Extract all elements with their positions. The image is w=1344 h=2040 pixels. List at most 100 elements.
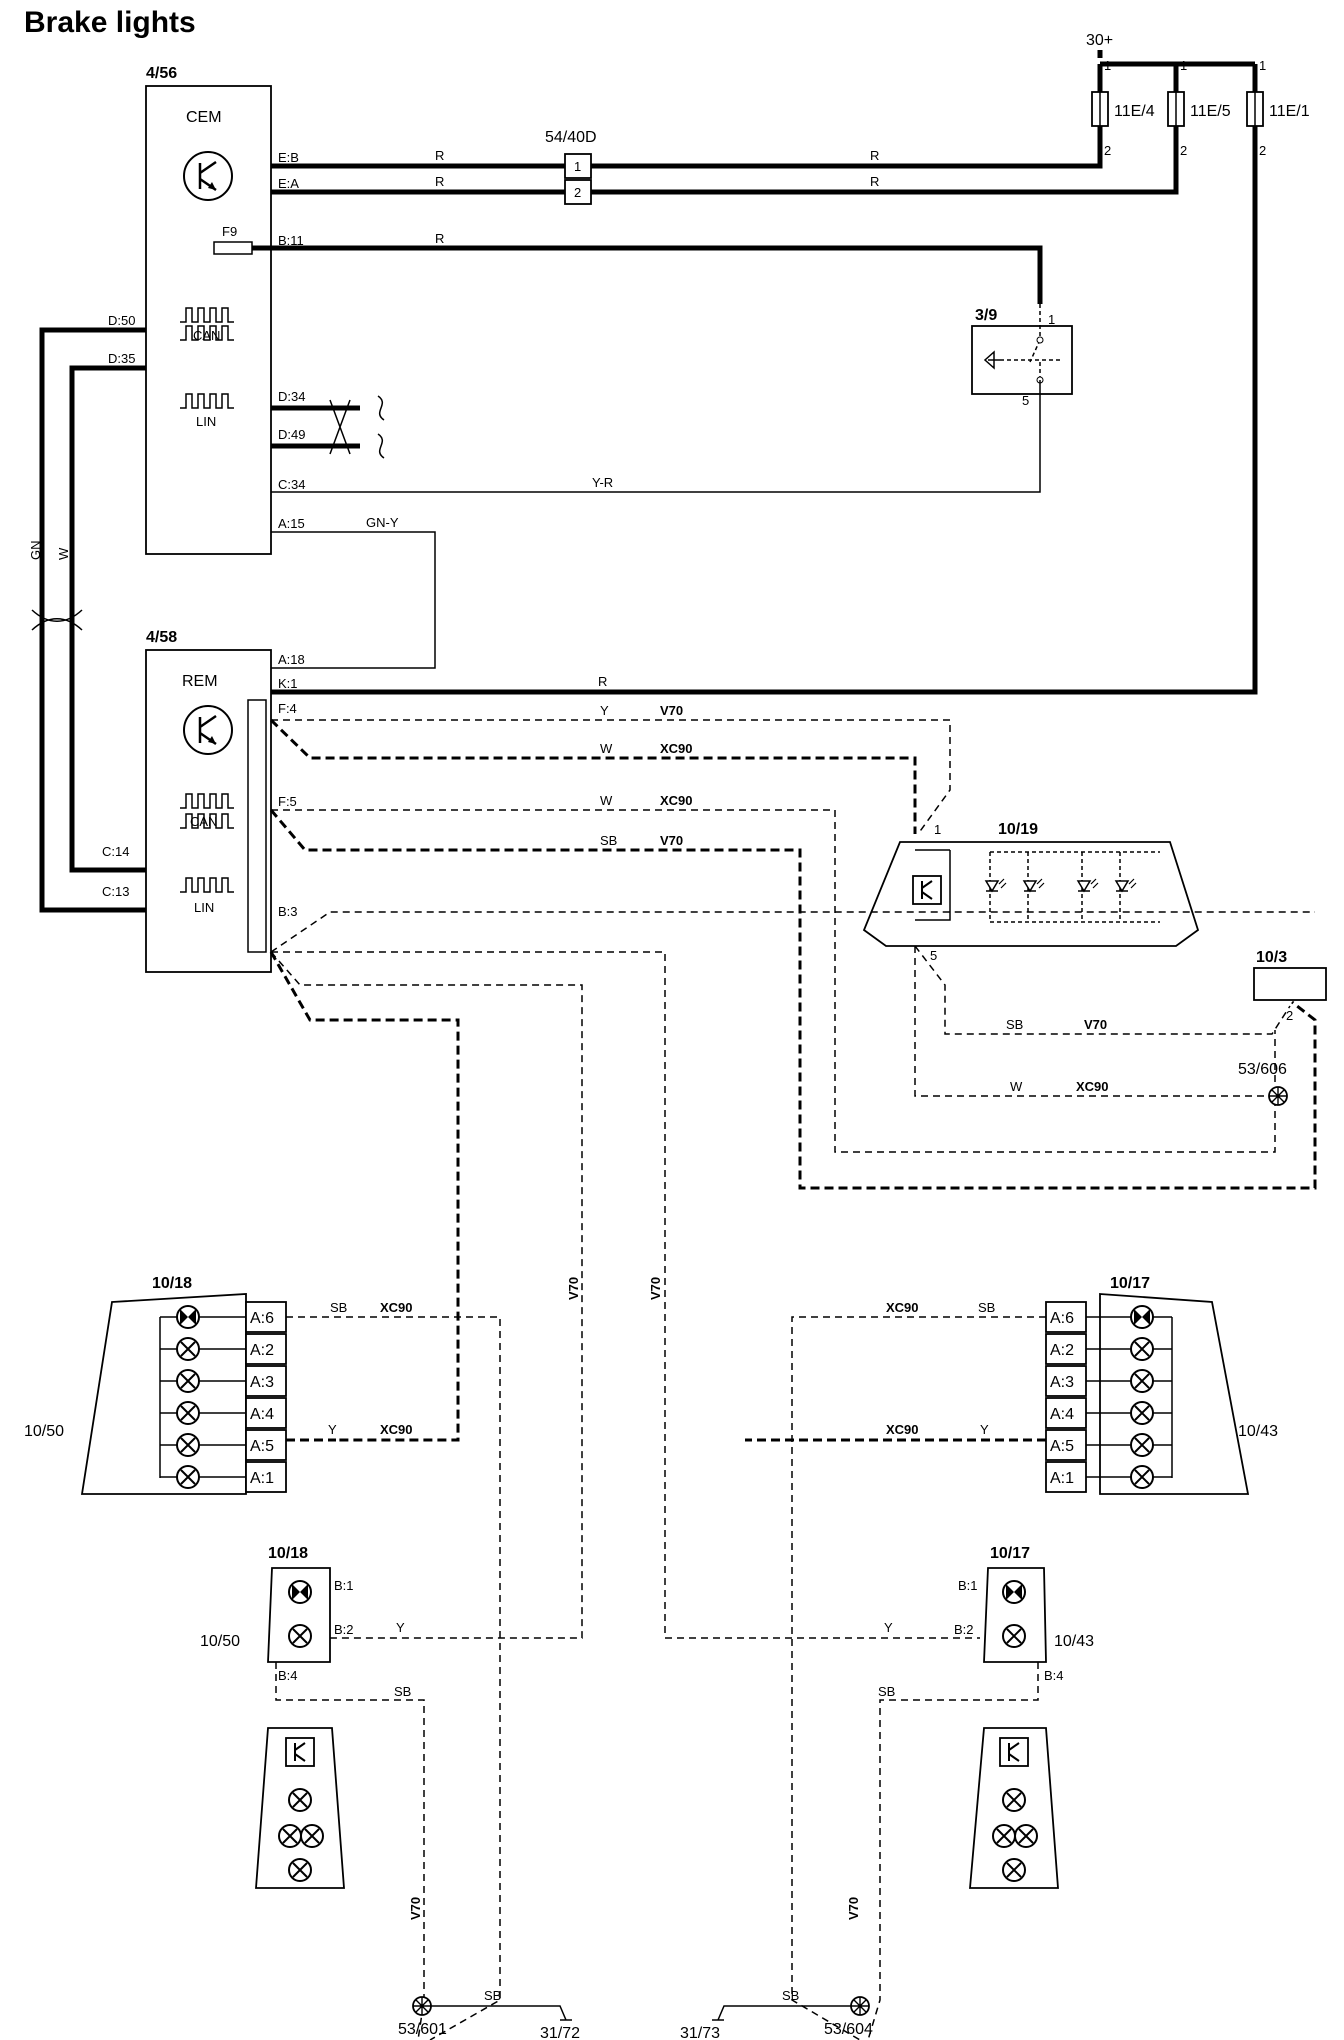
bulb-icon: [176, 1369, 200, 1393]
supply-bus: [1097, 50, 1255, 67]
wire-color: SB: [1006, 1017, 1023, 1032]
right-lower-side: 10/43: [1054, 1633, 1094, 1650]
connector-pin-number: 2: [574, 185, 581, 200]
bulb-icon: [992, 1824, 1016, 1848]
left-upper-housing: [80, 1293, 247, 1495]
left-upper-pins: A:6 A:2 A:3 A:4 A:5 A:1: [245, 1301, 287, 1493]
wire-b3-v70-right: [271, 951, 980, 1639]
cem-can-label: CAN: [193, 328, 220, 343]
transistor-icon: [285, 1737, 315, 1767]
variant-label: V70: [846, 1897, 861, 1920]
wire-color: R: [435, 174, 444, 189]
wire-color: W: [56, 547, 71, 560]
wire-color: R: [870, 148, 879, 163]
cem-lin-label: LIN: [196, 414, 216, 429]
bulb-icon: [176, 1401, 200, 1425]
earth-73-label: 31/73: [680, 2025, 720, 2040]
variant-label: XC90: [886, 1300, 919, 1315]
pin-label: A:2: [250, 1342, 274, 1359]
connector-pin-number: 1: [574, 159, 581, 174]
cem-pin-label: C:34: [278, 477, 305, 492]
fuse-label: 11E/5: [1190, 103, 1231, 120]
cem-pin-label: E:A: [278, 176, 299, 191]
variant-label: XC90: [380, 1300, 413, 1315]
wire-color: SB: [600, 833, 617, 848]
right-lower-id: 10/17: [990, 1545, 1030, 1562]
twist-icon: [329, 399, 351, 455]
pin-label: B:1: [334, 1578, 354, 1593]
wire-eb: [271, 126, 1103, 169]
variant-label: V70: [408, 1897, 423, 1920]
rem-pin-label: B:3: [278, 904, 298, 919]
wire-lu-a6: [286, 1316, 501, 2040]
comp-103-id: 10/3: [1256, 949, 1287, 966]
bulb-icon: [288, 1788, 312, 1812]
rem-pin-label: F:5: [278, 794, 297, 809]
variant-label: XC90: [380, 1422, 413, 1437]
brake-bulb-icon: [1130, 1305, 1154, 1329]
rem-id: 4/58: [146, 629, 177, 646]
ground-606-icon: [1268, 1086, 1288, 1106]
pin-number: 2: [1104, 143, 1111, 158]
rem-pin-label: C:14: [102, 844, 129, 859]
bulb-icon: [176, 1465, 200, 1489]
wire-break-icon: [377, 395, 385, 459]
fuse-feeds: [1097, 64, 1258, 92]
pin-label: A:3: [250, 1374, 274, 1391]
earth-path-right: [712, 2005, 851, 2021]
ground-601-icon: [412, 1996, 432, 2016]
cem-pin-label: D:34: [278, 389, 305, 404]
bulb-icon: [1002, 1858, 1026, 1882]
pin-number: 2: [1180, 143, 1187, 158]
earth-path-left: [431, 2005, 572, 2021]
pin-label: A:1: [250, 1470, 274, 1487]
bulb-icon: [288, 1858, 312, 1882]
earth-72-label: 31/72: [540, 2025, 580, 2040]
fuse-label: 11E/4: [1114, 103, 1155, 120]
wire-1019-xc90: [914, 946, 1268, 1097]
rem-pin-label: F:4: [278, 701, 297, 716]
connector-pin-2: [564, 179, 592, 205]
pin-label: A:5: [250, 1438, 274, 1455]
wire-color: R: [598, 674, 607, 689]
left-lower-housing: [267, 1567, 331, 1663]
variant-label: XC90: [660, 793, 693, 808]
pin-number: 5: [930, 948, 937, 963]
cem-pin-label: D:50: [108, 313, 135, 328]
bulb-icon: [1002, 1624, 1026, 1648]
bulb-icon: [1014, 1824, 1038, 1848]
variant-label: XC90: [886, 1422, 919, 1437]
wire-color: R: [435, 148, 444, 163]
right-upper-pins: A:6 A:2 A:3 A:4 A:5 A:1: [1045, 1301, 1087, 1493]
variant-label: V70: [660, 703, 683, 718]
switch-pin-dot: [1036, 336, 1044, 344]
fuse-11e1: 11E/1: [1246, 91, 1310, 127]
wire-b11: [252, 245, 1043, 304]
wire-color: R: [435, 231, 444, 246]
transistor-icon: [999, 1737, 1029, 1767]
bulb-icon: [1130, 1433, 1154, 1457]
left-upper-internal: [159, 1316, 246, 1478]
right-upper-side: 10/43: [1238, 1423, 1278, 1440]
wire-color: SB: [330, 1300, 347, 1315]
variant-label: V70: [566, 1277, 581, 1300]
ground-601-label: 53/601: [398, 2021, 447, 2038]
bulb-icon: [1130, 1337, 1154, 1361]
switch-contact: [1000, 304, 1060, 380]
bulb-icon: [1130, 1369, 1154, 1393]
bulb-icon: [300, 1824, 324, 1848]
fuse-f9-label: F9: [222, 224, 237, 239]
wire-can-w: [69, 365, 146, 873]
rem-transistor-icon: [182, 704, 234, 756]
wire-color: SB: [878, 1684, 895, 1699]
wire-color: SB: [782, 1988, 799, 2003]
wire-can-gn: [39, 327, 146, 913]
pin-label: B:1: [958, 1578, 978, 1593]
bulb-icon: [288, 1624, 312, 1648]
switch-id: 3/9: [975, 307, 997, 324]
pin-label: A:4: [250, 1406, 274, 1423]
brake-bulb-icon: [176, 1305, 200, 1329]
wire-f4-v70: [271, 719, 951, 835]
right-upper-internal: [1086, 1316, 1173, 1478]
